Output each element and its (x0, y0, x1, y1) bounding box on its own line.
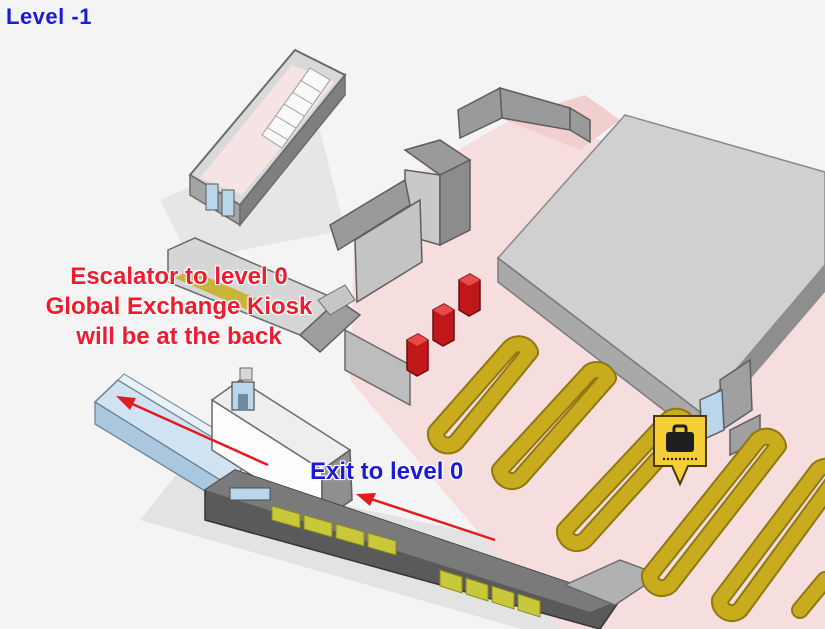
route-arrows (116, 396, 496, 542)
stairwell (188, 48, 347, 228)
level-title: Level -1 (6, 4, 92, 29)
kiosk-enclosure (167, 237, 411, 407)
carousel-2 (491, 361, 617, 491)
arrow-to-escalator (116, 396, 269, 467)
kiosk-3 (406, 333, 429, 377)
exit-callout: Exit to level 0 (310, 458, 464, 485)
callout-line-3: will be at the back (76, 323, 282, 350)
luggage-pin-icon[interactable] (653, 415, 707, 487)
callout-line-1: Escalator to level 0 (70, 263, 288, 290)
wall-segments (329, 86, 591, 304)
front-counter (204, 469, 662, 629)
carousel-4 (641, 427, 787, 598)
baggage-carousels (426, 335, 825, 623)
terminal-core-block (496, 114, 825, 440)
escalator-callout: Escalator to level 0 Global Exchange Kio… (4, 262, 354, 352)
carousel-1 (426, 335, 539, 455)
kiosk-2 (432, 303, 455, 347)
exchange-kiosks (406, 273, 481, 377)
arrow-to-exit (356, 493, 496, 542)
kiosk-1 (458, 273, 481, 317)
callout-line-2: Global Exchange Kiosk (45, 293, 313, 320)
carousel-5 (711, 457, 825, 623)
